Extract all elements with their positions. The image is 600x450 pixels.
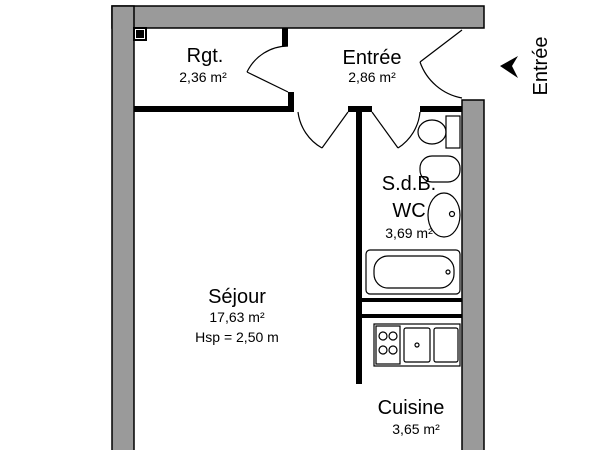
room-name-sdb-line2: WC: [392, 200, 426, 222]
room-area-entree: 2,86 m²: [348, 69, 396, 85]
room-name-cuisine: Cuisine: [377, 397, 445, 419]
wall-entree-bath-right: [420, 106, 462, 112]
left-wall: [111, 5, 135, 450]
stove-icon: [375, 325, 401, 365]
rgt-door-leaf: [246, 71, 289, 93]
rgt-door-arc: [246, 45, 289, 73]
burner-icon: [378, 345, 388, 355]
bathtub-inner: [373, 255, 455, 289]
outer-walls: [111, 5, 485, 450]
bath-door-leaf: [371, 111, 399, 149]
bidet-icon: [419, 155, 461, 183]
sink-basin-icon: [403, 327, 431, 363]
room-area-sejour: 17,63 m²: [209, 309, 265, 325]
bathtub-outer: [365, 249, 461, 295]
washbasin-drain-icon: [448, 210, 456, 218]
doors: [246, 29, 463, 149]
burner-icon: [388, 345, 398, 355]
wall-rgt-entree: [282, 28, 288, 46]
room-name-rgt: Rgt.: [186, 45, 224, 67]
burner-icon: [388, 331, 398, 341]
room-name-entree: Entrée: [342, 47, 402, 69]
room-height-sejour: Hsp = 2,50 m: [195, 329, 279, 345]
bathroom-fixtures: [365, 115, 461, 295]
kitchen-fixtures: [373, 323, 461, 367]
room-area-cuisine: 3,65 m²: [392, 421, 440, 437]
corner-column-core: [136, 30, 144, 38]
entrance-arrow-icon: [500, 56, 518, 78]
sink-drain-icon: [414, 342, 420, 348]
wall-bath-kitchen-top: [362, 298, 462, 302]
counter: [373, 323, 461, 367]
room-name-sdb-line1: S.d.B.: [381, 173, 437, 195]
burner-icon: [378, 331, 388, 341]
sejour-door-arc: [297, 111, 323, 149]
entrance-door-leaf: [419, 29, 463, 63]
bath-door-arc: [397, 111, 421, 149]
wall-rgt-jamb: [288, 92, 294, 112]
washbasin-icon: [427, 192, 461, 238]
sejour-door-leaf: [321, 111, 349, 149]
room-area-sdb: 3,69 m²: [385, 225, 433, 241]
wall-bath-kitchen-bottom: [362, 314, 462, 318]
entrance-door-arc: [419, 61, 463, 99]
entrance-label: Entrée: [530, 36, 552, 96]
bathtub-drain-icon: [445, 269, 451, 275]
room-name-sejour: Séjour: [208, 286, 266, 308]
top-wall: [111, 5, 485, 29]
toilet-tank: [445, 115, 461, 149]
toilet-bowl-icon: [417, 119, 447, 145]
wall-bath-vertical: [356, 106, 362, 384]
wall-rgt-left-segment: [134, 106, 294, 112]
right-wall: [461, 99, 485, 450]
interior-walls: [134, 28, 462, 384]
sink-drainboard-icon: [433, 327, 459, 363]
room-area-rgt: 2,36 m²: [179, 69, 227, 85]
